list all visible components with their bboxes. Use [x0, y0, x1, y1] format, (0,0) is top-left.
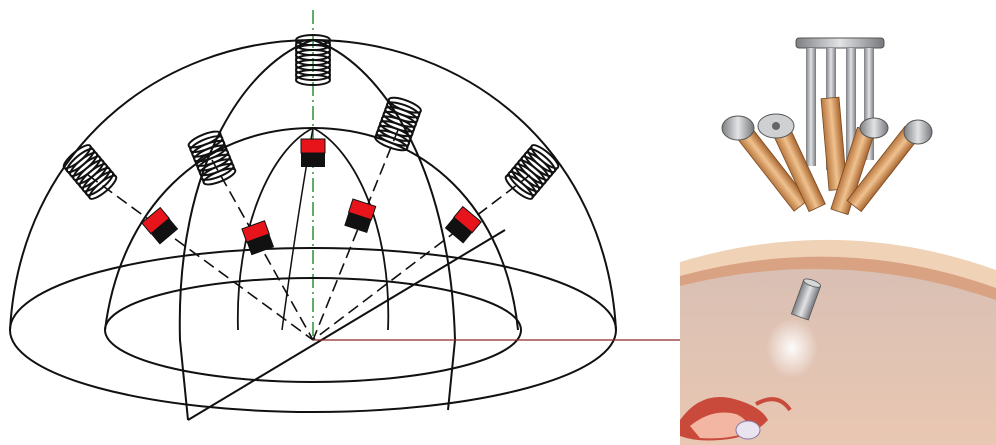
coil-icon [187, 128, 237, 187]
meridian-right [313, 40, 455, 410]
coil-icon [61, 142, 119, 202]
hemisphere-diagram [10, 10, 680, 420]
coil-icon [503, 142, 561, 202]
front-cut-line [188, 230, 505, 420]
marker-icon [344, 199, 375, 233]
rod-assembly-illustration [722, 38, 932, 215]
tissue-illustration [680, 232, 996, 445]
coil-icon [373, 95, 422, 154]
marker-icon [301, 139, 325, 167]
